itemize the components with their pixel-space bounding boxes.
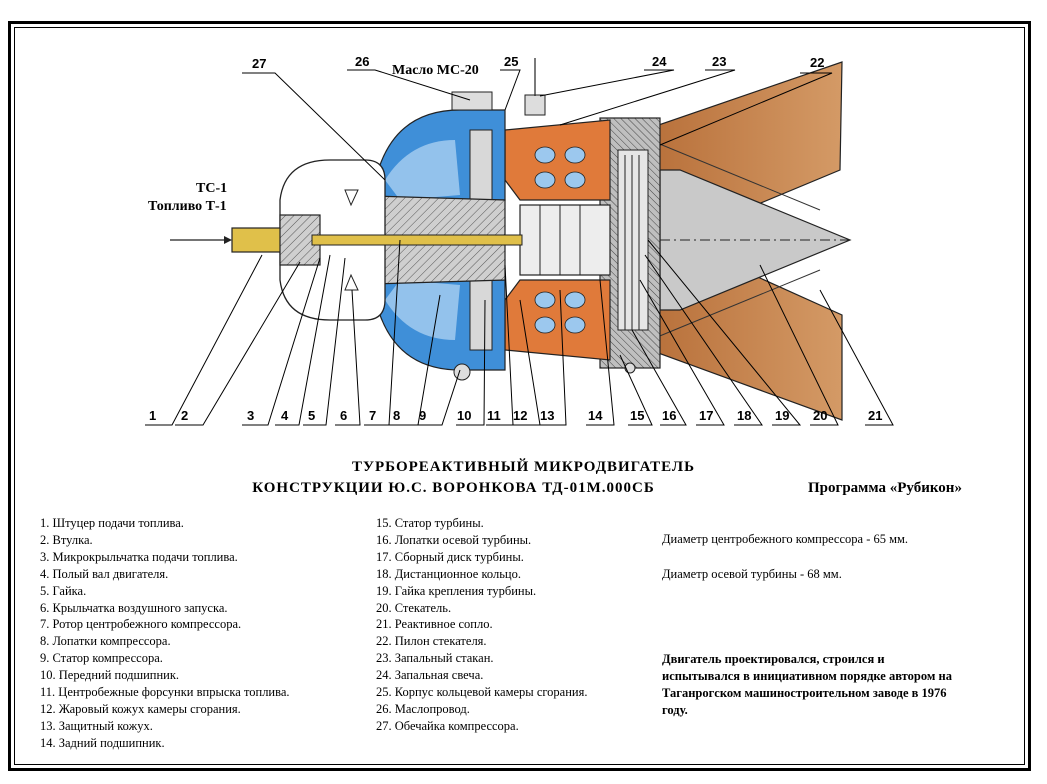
top-callouts: 27 26 25 24 23 22 [252, 54, 824, 71]
spec-compressor-diameter: Диаметр центробежного компрессора - 65 м… [662, 532, 909, 546]
oil-label: Масло МС-20 [392, 63, 479, 78]
legend-item: 1. Штуцер подачи топлива. [40, 516, 184, 530]
legend-column-1: 1. Штуцер подачи топлива. 2. Втулка. 3. … [40, 515, 290, 752]
callout-5: 5 [308, 408, 315, 423]
legend-item: 18. Дистанционное кольцо. [376, 566, 521, 581]
legend-item: 5. Гайка. [40, 583, 87, 598]
legend-item: 14. Задний подшипник. [40, 735, 165, 750]
history-note: Двигатель проектировался, строился и исп… [662, 652, 952, 717]
title-line-2: КОНСТРУКЦИИ Ю.С. ВОРОНКОВА ТД-01М.000СБ [252, 480, 655, 496]
callout-26: 26 [355, 54, 369, 69]
legend-item: 11. Центробежные форсунки впрыска топлив… [40, 685, 290, 700]
legend-item: 21. Реактивное сопло. [376, 617, 493, 632]
fuel-label-t1: Топливо Т-1 [148, 199, 227, 214]
callout-19: 19 [775, 408, 789, 423]
callout-4: 4 [281, 408, 289, 423]
callout-9: 9 [419, 408, 426, 423]
legend-item: 9. Статор компрессора. [40, 651, 163, 666]
legend-item: 25. Корпус кольцевой камеры сгорания. [376, 685, 588, 700]
fuel-label-ts1: ТС-1 [196, 181, 227, 196]
hollow-shaft [311, 234, 523, 246]
legend-item: 8. Лопатки компрессора. [40, 634, 171, 649]
callout-12: 12 [513, 408, 527, 423]
legend-item: 22. Пилон стекателя. [376, 634, 487, 649]
callout-6: 6 [340, 408, 347, 423]
legend-item: 10. Передний подшипник. [40, 668, 180, 683]
callout-8: 8 [393, 408, 400, 423]
legend-item: 15. Статор турбины. [376, 516, 484, 530]
combustion-chamber [504, 119, 611, 361]
callout-2: 2 [181, 408, 188, 423]
callout-25: 25 [504, 54, 518, 69]
legend-item: 23. Запальный стакан. [376, 651, 494, 666]
inner-frame [14, 27, 1025, 765]
callout-21: 21 [868, 408, 882, 423]
callout-1: 1 [149, 408, 156, 423]
callout-27: 27 [252, 56, 266, 71]
legend-item: 19. Гайка крепления турбины. [376, 583, 537, 598]
legend-item: 27. Обечайка компрессора. [376, 718, 519, 733]
legend-item: 26. Маслопровод. [376, 701, 470, 716]
legend-item: 2. Втулка. [40, 532, 93, 547]
callout-13: 13 [540, 408, 554, 423]
legend-item: 24. Запальная свеча. [376, 668, 484, 683]
callout-14: 14 [588, 408, 603, 423]
callout-23: 23 [712, 54, 726, 69]
legend-item: 6. Крыльчатка воздушного запуска. [40, 600, 228, 615]
callout-18: 18 [737, 408, 751, 423]
callout-15: 15 [630, 408, 644, 423]
callout-20: 20 [813, 408, 827, 423]
outer-frame [8, 21, 1031, 771]
callout-16: 16 [662, 408, 676, 423]
compressor [379, 109, 506, 371]
legend-item: 4. Полый вал двигателя. [40, 566, 169, 581]
program-label: Программа «Рубикон» [808, 480, 962, 496]
legend-item: 13. Защитный кожух. [40, 718, 153, 733]
callout-24: 24 [652, 54, 667, 69]
legend-column-2: 15. Статор турбины. 16. Лопатки осевой т… [376, 515, 588, 735]
legend-item: 17. Сборный диск турбины. [376, 549, 524, 564]
legend-item: 16. Лопатки осевой турбины. [376, 532, 532, 547]
bottom-callouts: 1 2 3 4 5 6 7 8 9 10 11 12 13 14 15 16 1… [149, 408, 882, 423]
callout-7: 7 [369, 408, 376, 423]
legend-item: 7. Ротор центробежного компрессора. [40, 617, 242, 632]
callout-17: 17 [699, 408, 713, 423]
callout-3: 3 [247, 408, 254, 423]
legend-item: 20. Стекатель. [376, 600, 452, 615]
spec-turbine-diameter: Диаметр осевой турбины - 68 мм. [662, 567, 842, 581]
legend-item: 3. Микрокрыльчатка подачи топлива. [40, 549, 238, 564]
title-line-1: ТУРБОРЕАКТИВНЫЙ МИКРОДВИГАТЕЛЬ [351, 459, 696, 475]
legend-item: 12. Жаровый кожух камеры сгорания. [40, 701, 241, 716]
callout-10: 10 [457, 408, 471, 423]
callout-22: 22 [810, 55, 824, 70]
callout-11: 11 [487, 408, 501, 423]
